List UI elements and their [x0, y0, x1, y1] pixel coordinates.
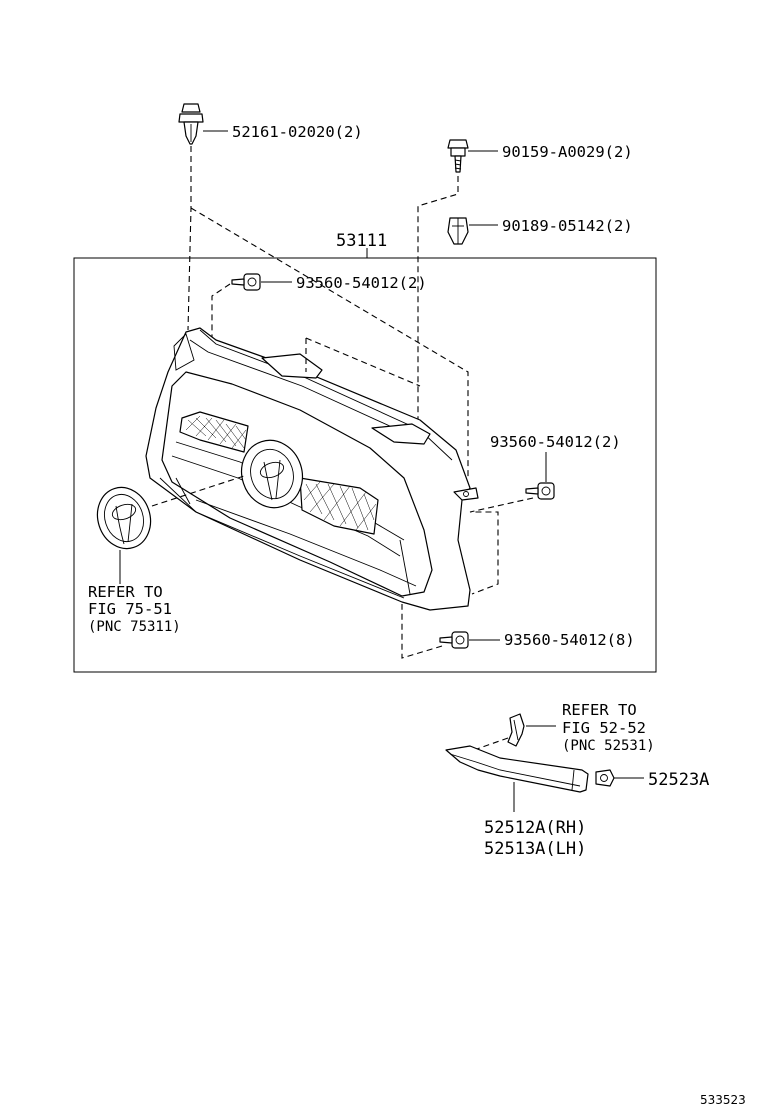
side-clip-icon — [595, 769, 615, 787]
refer-emblem-line-1: REFER TO — [88, 583, 163, 601]
upper-inner-dash-2 — [305, 337, 421, 387]
screw-lower-icon — [439, 631, 469, 649]
part-number-bolt: 90159-A0029(2) — [502, 143, 633, 161]
refer-bumper-line-3: (PNC 52531) — [562, 738, 655, 754]
refer-emblem-line-2: FIG 75-51 — [88, 600, 172, 618]
assembly-frame — [73, 257, 657, 673]
part-number-clip: 52161-02020(2) — [232, 123, 363, 141]
clip-dash-path-2 — [190, 207, 469, 480]
part-number-grille: 53111 — [336, 231, 387, 251]
screw-right-icon — [525, 482, 555, 500]
refer-bumper-line-2: FIG 52-52 — [562, 719, 646, 737]
screw-upper-icon — [231, 273, 261, 291]
grille-side-cover-icon — [445, 745, 589, 793]
clip-nut-icon — [447, 217, 469, 245]
bumper-clip-icon — [507, 713, 525, 747]
bolt-dash-path — [417, 176, 459, 420]
upper-mesh-pattern — [185, 415, 247, 449]
clip-dash-path — [187, 146, 192, 331]
part-number-screw-lower: 93560-54012(8) — [504, 631, 635, 649]
lower-screw-dash — [401, 604, 443, 659]
part-number-side-clip: 52523A — [648, 770, 709, 790]
part-number-screw-right: 93560-54012(2) — [490, 433, 621, 451]
figure-id: 533523 — [700, 1093, 746, 1107]
refer-emblem-line-3: (PNC 75311) — [88, 619, 181, 635]
refer-bumper-line-1: REFER TO — [562, 701, 637, 719]
toyota-emblem-icon — [96, 486, 152, 550]
screw-right-dash — [469, 497, 534, 595]
bolt-icon — [447, 139, 469, 173]
radiator-grille-assembly — [145, 327, 479, 611]
bumper-clip-dash — [473, 737, 509, 751]
part-number-cover-lh: 52513A(LH) — [484, 839, 586, 859]
push-clip-icon — [178, 103, 204, 145]
emblem-dash — [151, 475, 245, 507]
lower-mesh-pattern — [303, 481, 377, 531]
part-number-screw-upper: 93560-54012(2) — [296, 274, 427, 292]
part-number-cover-rh: 52512A(RH) — [484, 818, 586, 838]
part-number-nut: 90189-05142(2) — [502, 217, 633, 235]
